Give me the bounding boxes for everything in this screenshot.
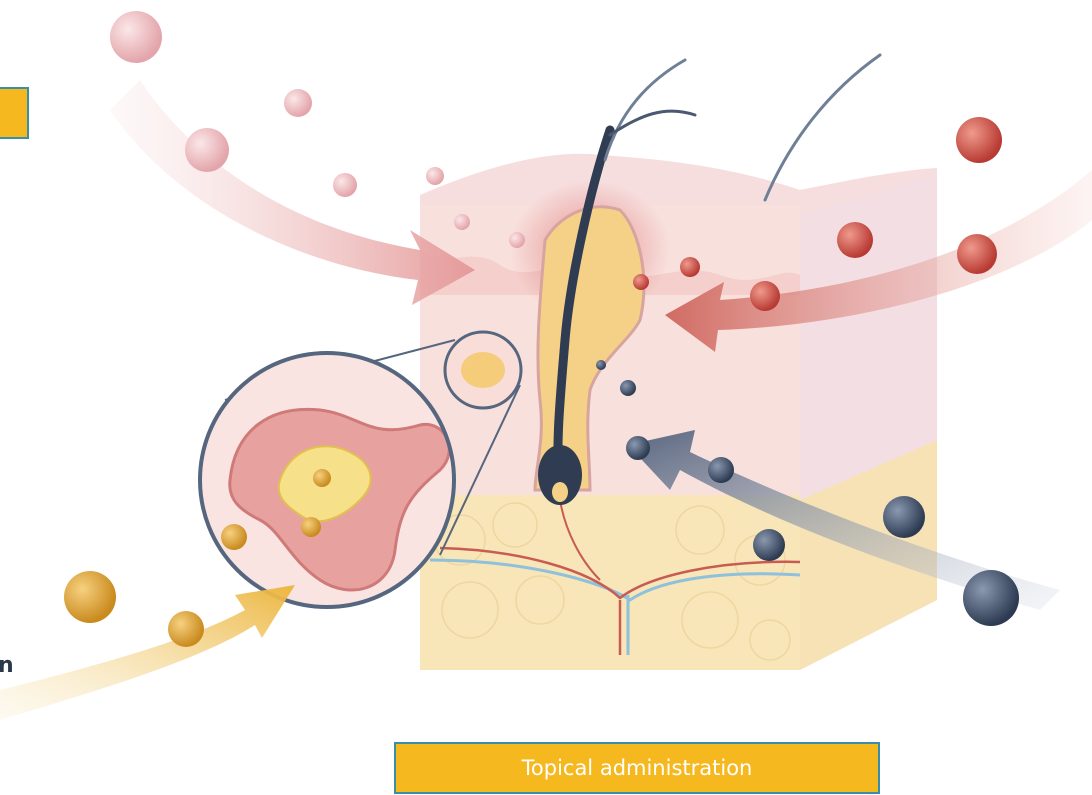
gold-particle — [221, 524, 247, 550]
navy-particle — [883, 496, 925, 538]
topical-administration-label: Topical administration — [394, 742, 880, 794]
pink-particle — [333, 173, 357, 197]
red-particle — [633, 274, 649, 290]
pink-particle — [426, 167, 444, 185]
navy-particle — [753, 529, 785, 561]
pink-particle — [185, 128, 229, 172]
gold-particle — [168, 611, 204, 647]
gold-particle — [313, 469, 331, 487]
pink-particle — [509, 232, 525, 248]
red-particle — [956, 117, 1002, 163]
red-particle — [750, 281, 780, 311]
pink-particle — [454, 214, 470, 230]
pink-particle — [284, 89, 312, 117]
gold-particle — [301, 517, 321, 537]
navy-particle — [620, 380, 636, 396]
gold-particle — [64, 571, 116, 623]
pink-particle — [110, 11, 162, 63]
gold-arrow — [0, 585, 295, 720]
red-particle — [680, 257, 700, 277]
clipped-label-text: n — [0, 653, 14, 678]
navy-particle — [596, 360, 606, 370]
label-box-clipped — [0, 87, 29, 139]
red-particle — [957, 234, 997, 274]
navy-particle — [626, 436, 650, 460]
navy-particle — [708, 457, 734, 483]
navy-particle — [963, 570, 1019, 626]
red-particle — [837, 222, 873, 258]
